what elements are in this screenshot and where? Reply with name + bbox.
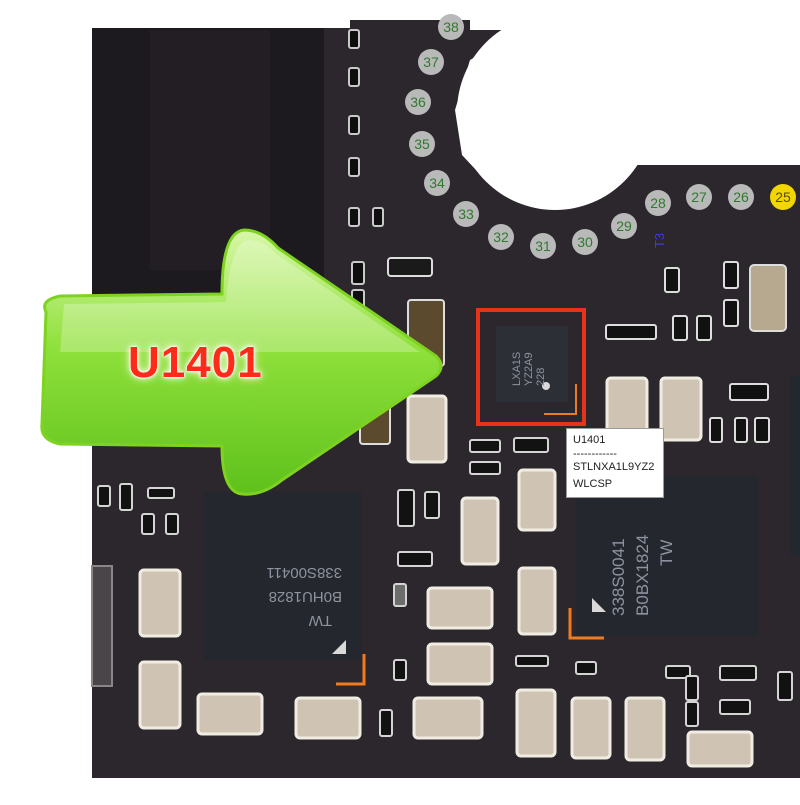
pin-36[interactable]: 36	[405, 89, 431, 115]
pin-30[interactable]: 30	[572, 229, 598, 255]
testpoint-label[interactable]: T3	[652, 232, 668, 249]
pin-label: 31	[535, 238, 551, 254]
pin-label: 27	[691, 189, 707, 205]
right-chip-line1: 338S0041	[609, 538, 628, 616]
pin-label: 36	[410, 94, 426, 110]
pin-label: 37	[423, 54, 439, 70]
pin-label: 30	[577, 234, 593, 250]
pin-label: 26	[733, 189, 749, 205]
pin-32[interactable]: 32	[488, 224, 514, 250]
pin-label: 32	[493, 229, 509, 245]
left-chip-line3: 338S00411	[266, 564, 342, 581]
pin-33[interactable]: 33	[453, 201, 479, 227]
highlight-box	[476, 308, 586, 426]
pin-label: 29	[616, 218, 632, 234]
pin-label: 33	[458, 206, 474, 222]
tooltip-part-number: STLNXA1L9YZ2	[573, 461, 655, 473]
left-chip-line2: B0HU1828	[269, 588, 342, 605]
tooltip-package: WLCSP	[573, 478, 613, 490]
pin-37[interactable]: 37	[418, 49, 444, 75]
target-chip-line3: 228	[535, 368, 547, 386]
pin-27[interactable]: 27	[686, 184, 712, 210]
highlight-arrow	[40, 228, 443, 496]
right-chip-line2: B0BX1824	[633, 535, 652, 616]
target-chip-line1: LXA1S	[511, 352, 523, 386]
pin-31[interactable]: 31	[530, 233, 556, 259]
pin-29[interactable]: 29	[611, 213, 637, 239]
pin-label: 25	[775, 189, 791, 205]
pin-35[interactable]: 35	[409, 131, 435, 157]
tooltip-divider: ------------	[573, 448, 617, 460]
tooltip-ref: U1401	[573, 434, 606, 446]
right-chip-line3: TW	[657, 540, 676, 566]
part-tooltip: U1401 ------------ STLNXA1L9YZ2 WLCSP	[566, 428, 664, 498]
pin-label: 38	[443, 19, 459, 35]
pin-label: 35	[414, 136, 430, 152]
pin-label: 34	[429, 175, 445, 191]
pin-38[interactable]: 38	[438, 14, 464, 40]
pin-25[interactable]: 25	[770, 184, 796, 210]
pin-28[interactable]: 28	[645, 190, 671, 216]
arrow-part-label: U1401	[128, 338, 263, 387]
pin-26[interactable]: 26	[728, 184, 754, 210]
pin-label: 28	[650, 195, 666, 211]
pin-34[interactable]: 34	[424, 170, 450, 196]
target-chip-line2: YZ2A9	[523, 352, 535, 386]
left-chip-line1: TW	[308, 612, 332, 629]
